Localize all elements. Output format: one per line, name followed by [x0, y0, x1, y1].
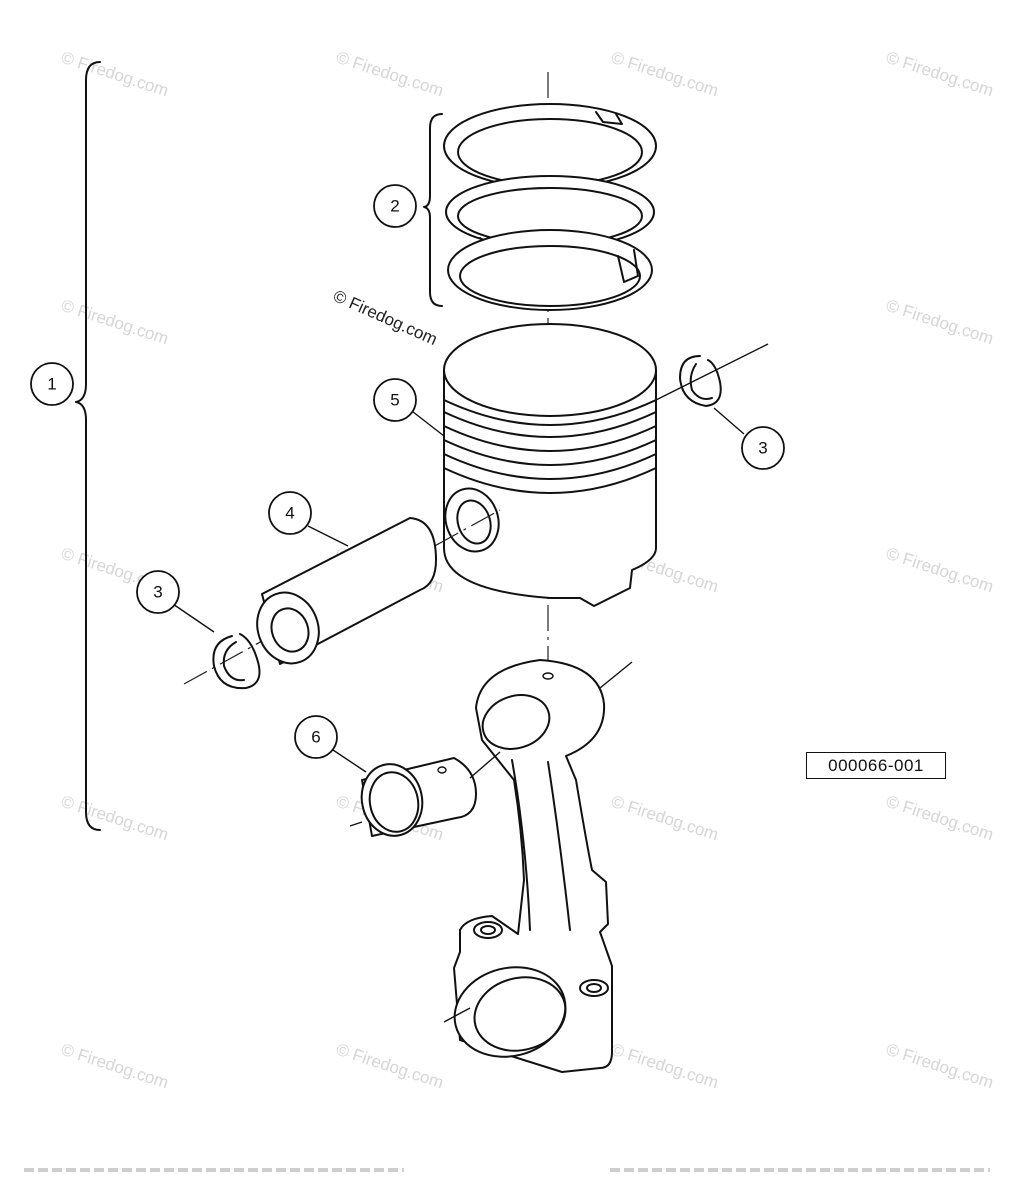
- piston-pin: [256, 517, 437, 665]
- watermark: © Firedog.com: [334, 48, 446, 101]
- assembly-brace: [75, 61, 101, 831]
- watermark-overlay: © Firedog.com: [330, 286, 440, 349]
- footer-rule-left: [24, 1168, 404, 1172]
- callout-3a: 3: [741, 426, 785, 470]
- watermark: © Firedog.com: [609, 48, 721, 101]
- circlip-left: [212, 633, 261, 690]
- pin-axis-line-right: [655, 343, 769, 401]
- watermark: © Firedog.com: [59, 792, 171, 845]
- circlip-right: [679, 355, 722, 407]
- watermark: © Firedog.com: [59, 296, 171, 349]
- watermark: © Firedog.com: [334, 1040, 446, 1093]
- callout-3b-label: 3: [153, 583, 162, 602]
- watermark: © Firedog.com: [884, 1040, 996, 1093]
- callout-5: 5: [373, 378, 417, 422]
- bushing: [349, 751, 501, 837]
- callout-4: 4: [268, 491, 312, 535]
- leader-lines: [169, 407, 745, 773]
- callout-2-label: 2: [390, 197, 399, 216]
- callout-5-label: 5: [390, 391, 399, 410]
- callout-6-label: 6: [311, 728, 320, 747]
- callout-2: 2: [373, 184, 417, 228]
- reference-number: 000066-001: [806, 752, 946, 779]
- callout-3b: 3: [136, 570, 180, 614]
- watermark: © Firedog.com: [59, 1040, 171, 1093]
- callout-3a-label: 3: [758, 439, 767, 458]
- watermark: © Firedog.com: [59, 48, 171, 101]
- piston-rings: [443, 103, 657, 311]
- callout-1-label: 1: [47, 375, 56, 394]
- callout-6: 6: [294, 715, 338, 759]
- watermark: © Firedog.com: [884, 48, 996, 101]
- connecting-rod: [443, 659, 633, 1073]
- watermark: © Firedog.com: [884, 296, 996, 349]
- watermark: © Firedog.com: [609, 792, 721, 845]
- callout-4-label: 4: [285, 504, 294, 523]
- ring-set-brace: [423, 113, 443, 307]
- footer-rule-right: [610, 1168, 990, 1172]
- callout-1: 1: [30, 362, 74, 406]
- piston: [443, 323, 657, 607]
- watermark: © Firedog.com: [609, 1040, 721, 1093]
- watermark: © Firedog.com: [884, 792, 996, 845]
- watermark: © Firedog.com: [884, 544, 996, 597]
